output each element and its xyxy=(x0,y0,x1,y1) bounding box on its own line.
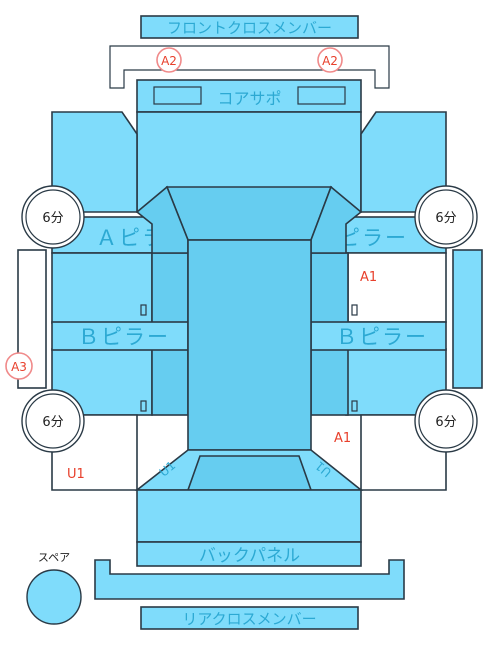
rear-cross-member-panel[interactable] xyxy=(140,606,359,630)
trunk-panel[interactable] xyxy=(136,489,362,543)
headlight-left[interactable] xyxy=(153,86,202,105)
annotation-a1-upper: A1 xyxy=(360,270,377,285)
b-pillar-right[interactable] xyxy=(310,321,447,351)
back-panel[interactable] xyxy=(136,541,362,567)
tire-front-left[interactable]: 6分 xyxy=(21,185,85,249)
tire-rear-left-label: 6分 xyxy=(42,415,63,430)
marker-a2-front-right[interactable]: A2 xyxy=(317,47,343,73)
tire-rear-right-label: 6分 xyxy=(435,415,456,430)
windshield-panel[interactable] xyxy=(165,186,333,241)
front-cross-member-panel[interactable] xyxy=(140,15,359,39)
b-pillar-right-label: Ｂピラー xyxy=(336,325,428,349)
headlight-right[interactable] xyxy=(297,86,346,105)
left-front-door[interactable] xyxy=(51,252,153,324)
svg-text:A2: A2 xyxy=(322,54,338,68)
roof-panel[interactable] xyxy=(187,239,312,451)
tire-rear-left[interactable]: 6分 xyxy=(21,389,85,453)
spare-tire[interactable] xyxy=(26,569,82,625)
rear-window-glass[interactable] xyxy=(186,455,313,491)
tire-front-right[interactable]: 6分 xyxy=(414,185,478,249)
core-support-label: コアサポ xyxy=(217,89,281,108)
right-rear-door-handle[interactable] xyxy=(351,400,358,412)
right-side-panel[interactable] xyxy=(452,249,483,389)
annotation-u1: U1 xyxy=(67,467,85,482)
marker-a3-left-side[interactable]: A3 xyxy=(5,352,33,380)
annotation-a1-lower: A1 xyxy=(334,431,351,446)
svg-text:A2: A2 xyxy=(161,54,177,68)
spare-label: スペア xyxy=(38,551,70,564)
back-panel-label: バックパネル xyxy=(199,546,300,566)
left-rear-door-handle[interactable] xyxy=(140,400,147,412)
svg-text:A3: A3 xyxy=(11,360,27,374)
right-front-door-handle[interactable] xyxy=(351,304,358,316)
front-bumper-outline[interactable] xyxy=(109,45,390,89)
right-front-door[interactable] xyxy=(347,252,447,323)
tire-front-right-label: 6分 xyxy=(435,211,456,226)
tire-rear-right[interactable]: 6分 xyxy=(414,389,478,453)
rear-cross-member-label: リアクロスメンバー xyxy=(182,610,316,628)
core-support-panel[interactable] xyxy=(136,79,362,113)
rear-bumper-panel[interactable] xyxy=(94,559,405,600)
front-cross-member-label: フロントクロスメンバー xyxy=(167,19,332,37)
marker-a2-front-left[interactable]: A2 xyxy=(156,47,182,73)
b-pillar-left-label: Ｂピラー xyxy=(78,325,170,349)
front-fender-right[interactable] xyxy=(360,111,447,213)
left-front-door-handle[interactable] xyxy=(140,304,147,316)
tire-front-left-label: 6分 xyxy=(42,211,63,226)
